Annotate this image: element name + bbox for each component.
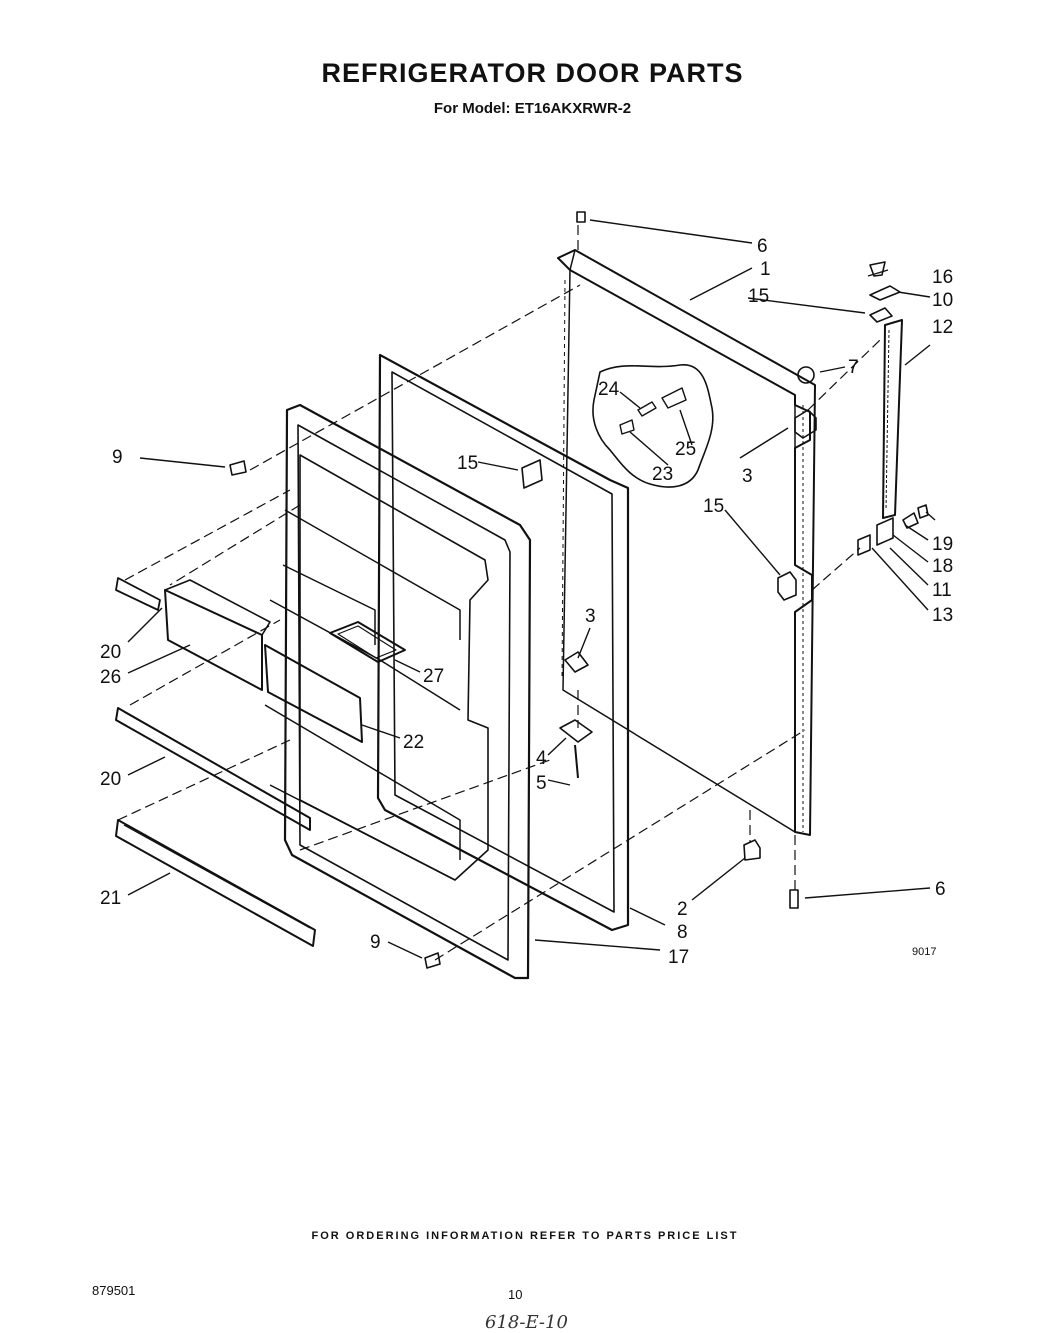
- door-gasket: [376, 353, 630, 932]
- callout-22: 26: [100, 667, 121, 688]
- insulation-cutout: [592, 364, 714, 488]
- callout-23: 22: [403, 732, 424, 753]
- callout-7: 7: [848, 357, 859, 378]
- callout-15-right: 15: [703, 496, 724, 517]
- callout-9-bottom: 9: [370, 932, 381, 953]
- callout-12: 12: [932, 317, 953, 338]
- callout-14: 15: [748, 286, 769, 307]
- page-number: 10: [508, 1287, 523, 1302]
- handwritten-note: 618-E-10: [485, 1312, 568, 1333]
- inner-door-liner: [283, 403, 532, 980]
- callout-27: 27: [423, 666, 444, 687]
- shelf-bar-upper: [115, 577, 161, 611]
- callout-1: 1: [760, 259, 771, 280]
- callout-5: 5: [536, 773, 547, 794]
- callout-24: 23: [652, 464, 673, 485]
- butter-compartment: [329, 621, 406, 663]
- callout-17: 18: [932, 556, 953, 577]
- callout-2: 2: [677, 899, 688, 920]
- callout-6-bottom: 6: [935, 879, 946, 900]
- callout-21: 21: [100, 888, 121, 909]
- callout-20-lower: 20: [100, 769, 121, 790]
- callout-3-right: 3: [742, 466, 753, 487]
- ordering-note: FOR ORDERING INFORMATION REFER TO PARTS …: [311, 1230, 739, 1242]
- dairy-door: [264, 644, 363, 743]
- callout-13: 13: [932, 605, 953, 626]
- part-callouts: 6 1 15 16 10 12 7 24 25 23 3 15 9 15 19 …: [100, 236, 953, 968]
- model-subtitle: For Model: ET16AKXRWR-2: [433, 100, 632, 117]
- callout-20-upper: 20: [100, 642, 121, 663]
- figure-code: 9017: [912, 946, 936, 958]
- callout-15-left: 15: [457, 453, 478, 474]
- callout-25: 24: [598, 379, 620, 400]
- callout-3-left: 3: [585, 606, 596, 627]
- door-handle-bar: [882, 319, 903, 519]
- lower-shelf-front: [115, 819, 316, 947]
- callout-9-top: 9: [112, 447, 123, 468]
- callout-26: 25: [675, 439, 696, 460]
- callout-8: 8: [677, 922, 688, 943]
- document-number: 879501: [92, 1283, 136, 1298]
- callout-16: 16: [932, 267, 953, 288]
- upper-shelf-front: [164, 589, 263, 691]
- callout-19: 17: [668, 947, 689, 968]
- callout-11: 11: [932, 580, 952, 601]
- callout-4: 4: [536, 748, 547, 769]
- callout-6-top: 6: [757, 236, 768, 257]
- shelf-bar-lower: [115, 707, 311, 831]
- outer-door-panel: [557, 249, 816, 836]
- callout-18: 19: [932, 534, 953, 555]
- callout-10: 10: [932, 290, 953, 311]
- page-title: REFRIGERATOR DOOR PARTS: [321, 58, 744, 88]
